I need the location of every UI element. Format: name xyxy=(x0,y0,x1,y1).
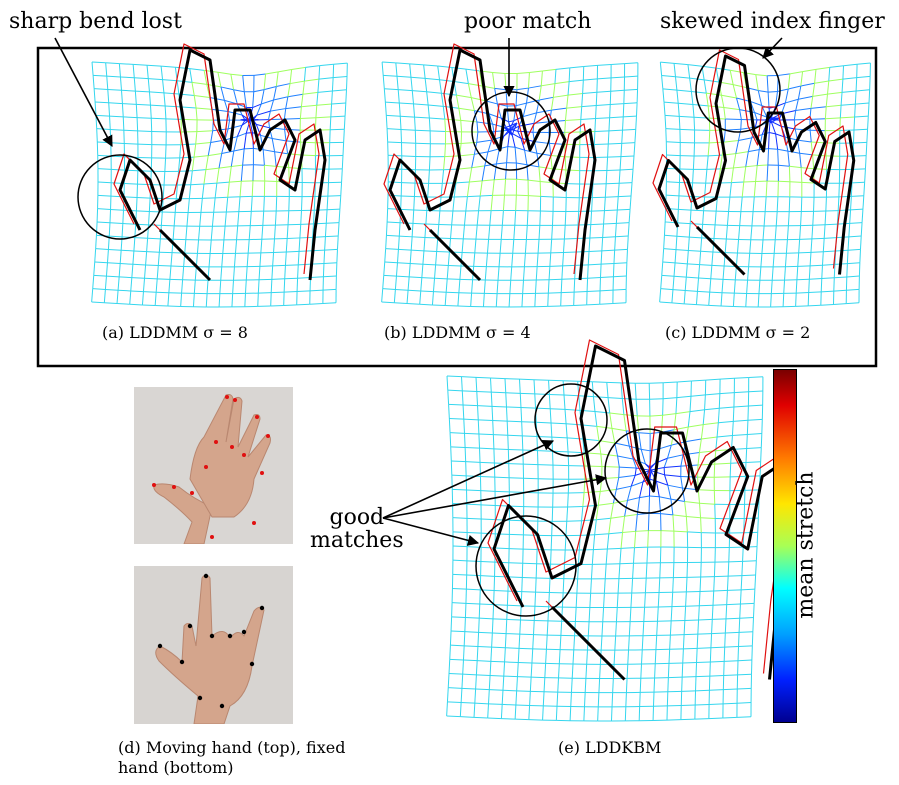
circle-good-match-2 xyxy=(604,428,690,514)
colorbar-label: mean stretch xyxy=(793,471,819,619)
circle-good-match-1 xyxy=(534,383,608,457)
fixed-curve-1-wrist xyxy=(428,228,482,282)
caption-d-line2: hand (bottom) xyxy=(118,758,234,777)
fixed-curve-0 xyxy=(118,48,327,281)
fixed-curve-2 xyxy=(657,54,856,275)
fixed-curve-2-wrist xyxy=(695,225,746,276)
callout-good-line2: matches xyxy=(310,528,404,554)
moving-hand-photo xyxy=(134,387,293,544)
caption-d-line1: (d) Moving hand (top), fixed xyxy=(118,738,346,757)
fixed-curve-3-wrist xyxy=(550,605,626,681)
caption-e: (e) LDDKBM xyxy=(558,738,662,757)
caption-c: (c) LDDMM σ = 2 xyxy=(665,323,811,342)
circle-skewed-finger xyxy=(695,47,781,133)
moving-curve-2 xyxy=(652,49,849,269)
moving-curve-0 xyxy=(113,43,320,275)
fixed-hand-photo xyxy=(134,566,293,724)
circle-good-match-3 xyxy=(475,515,577,617)
callout-good-line1: good xyxy=(329,505,385,530)
caption-a: (a) LDDMM σ = 8 xyxy=(102,323,248,342)
fixed-curve-0-wrist xyxy=(158,228,212,282)
callout-arrows xyxy=(54,37,783,546)
colorbar xyxy=(773,369,797,723)
grid-panel-c xyxy=(659,61,871,308)
deformation-grids xyxy=(91,61,871,722)
fixed-curve-3 xyxy=(492,344,793,680)
top-row-frame xyxy=(36,46,878,368)
fixed-curve-1 xyxy=(388,48,597,281)
grid-panel-a xyxy=(91,61,348,308)
callout-poor-match: poor match xyxy=(464,9,592,34)
callout-sharp-bend: sharp bend lost xyxy=(9,9,182,34)
caption-b: (b) LDDMM σ = 4 xyxy=(384,323,531,342)
callout-skewed-finger: skewed index finger xyxy=(660,9,885,34)
circle-sharp-bend xyxy=(77,154,163,240)
moving-curve-1 xyxy=(383,43,590,275)
callout-good-matches: good matches xyxy=(310,506,404,552)
moving-curve-3 xyxy=(487,339,786,674)
